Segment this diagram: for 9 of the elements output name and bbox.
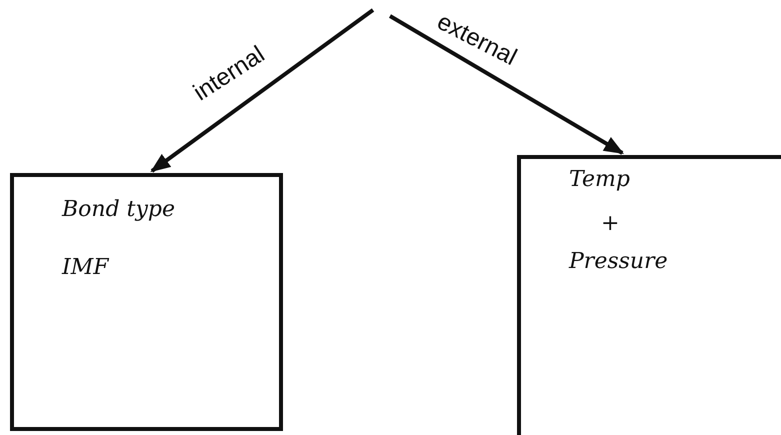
- node-text: Temp: [569, 167, 630, 192]
- node-text: IMF: [62, 255, 108, 280]
- arrow: [388, 14, 624, 155]
- node-text: Bond type: [62, 197, 176, 222]
- text-box: [517, 155, 781, 435]
- node-text: +: [601, 211, 620, 236]
- arrow: [150, 8, 374, 173]
- text-box: [10, 173, 283, 431]
- node-text: Pressure: [569, 249, 668, 274]
